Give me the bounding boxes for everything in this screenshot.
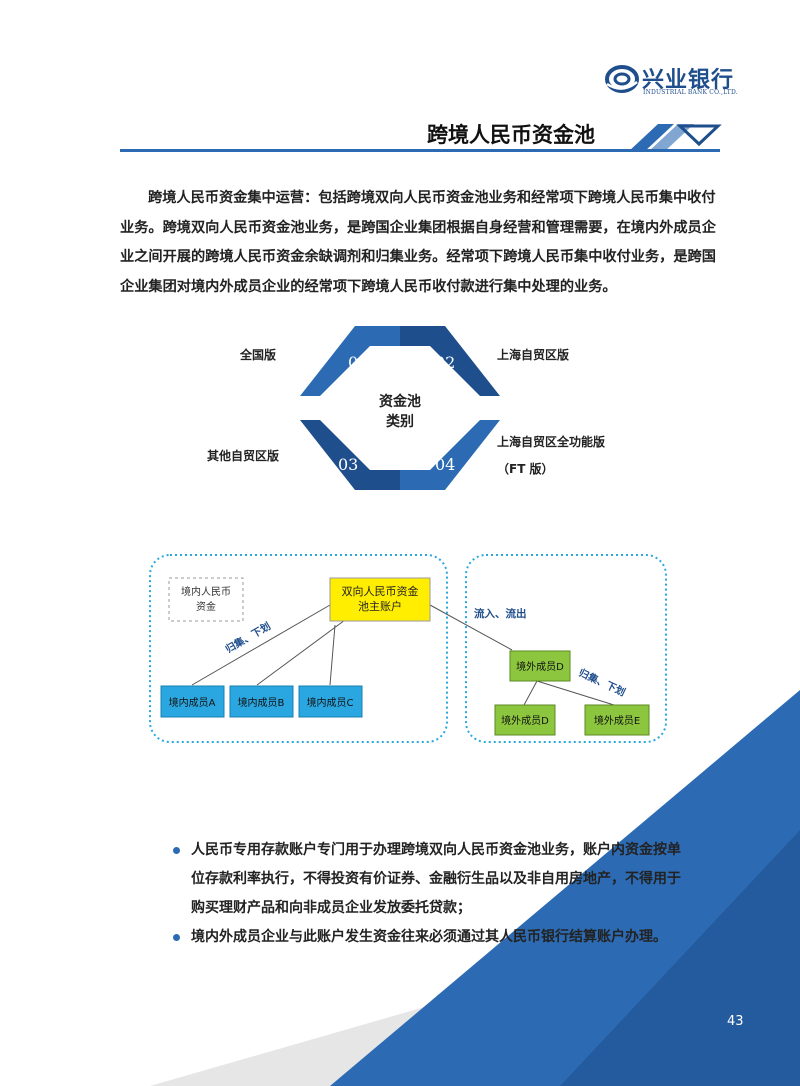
label-shanghai: 上海自贸区版 [497,348,570,362]
rules-list: 人民币专用存款账户专门用于办理跨境双向人民币资金池业务，账户内资金按单位存款利率… [173,836,693,952]
domestic-member-b [229,685,294,718]
bank-name-cn: 兴业银行 [642,68,735,93]
segment-02 [400,326,500,396]
label-other-ftz: 其他自贸区版 [207,449,280,463]
bullet-icon [173,934,180,941]
segment-03 [300,420,400,490]
foreign-member-e [584,704,650,736]
svg-text:资金: 资金 [196,600,216,613]
section-title-bar [120,124,722,152]
diagram-center-line1: 资金池 [379,393,421,410]
label-shanghai-full: 上海自贸区全功能版 [497,435,606,449]
svg-text:池主账户: 池主账户 [358,599,402,613]
rule-item-1: 人民币专用存款账户专门用于办理跨境双向人民币资金池业务，账户内资金按单位存款利率… [173,836,693,923]
rule-item-2: 境内外成员企业与此账户发生资金往来必须通过其人民币银行结算账户办理。 [173,923,693,952]
pool-type-diagram: 01 02 03 04 资金池 类别 [300,326,500,490]
foreign-collect-label: 归集、下划 [577,666,628,699]
foreign-member-d [494,704,556,736]
bank-name-en: INDUSTRIAL BANK CO.,LTD. [643,89,738,96]
foreign-frame [465,554,667,743]
segment-04-num: 04 [435,455,455,474]
svg-text:境内人民币: 境内人民币 [181,585,231,598]
bank-logo-icon [605,65,639,93]
segment-01-num: 01 [348,353,368,372]
segment-04 [400,420,500,490]
svg-text:境内成员A: 境内成员A [169,696,216,709]
domestic-frame [149,554,448,743]
svg-text:境内成员B: 境内成员B [238,696,285,709]
page-number: 43 [727,1014,744,1029]
domestic-member-c [298,685,363,718]
domestic-member-a [160,685,225,718]
foreign-parent-d [509,650,571,682]
svg-text:境外成员D: 境外成员D [516,660,564,673]
fund-flow-diagram: 境内人民币 资金 双向人民币资金 池主账户 归集、下划 流入、流出 归集、下划 … [149,554,667,743]
dark-blue-triangle-decoration [560,830,800,1086]
label-ft-version: （FT 版） [497,462,554,476]
segment-02-num: 02 [435,353,455,372]
inflow-outflow-label: 流入、流出 [474,607,527,620]
svg-text:双向人民币资金: 双向人民币资金 [342,584,419,598]
segment-03-num: 03 [338,455,358,474]
section-title: 跨境人民币资金池 [427,123,595,147]
collect-label: 归集、下划 [223,619,273,655]
svg-text:境外成员D: 境外成员D [501,714,549,727]
svg-text:境外成员E: 境外成员E [594,714,640,727]
bullet-icon [173,847,180,854]
segment-01 [300,326,400,396]
domestic-funds-box [168,577,244,622]
label-national: 全国版 [240,348,277,362]
main-account-box [329,577,431,622]
svg-text:境内成员C: 境内成员C [307,696,354,709]
diagram-center-line2: 类别 [386,413,414,430]
intro-paragraph: 跨境人民币资金集中运营：包括跨境双向人民币资金池业务和经常项下跨境人民币集中收付… [120,190,716,295]
